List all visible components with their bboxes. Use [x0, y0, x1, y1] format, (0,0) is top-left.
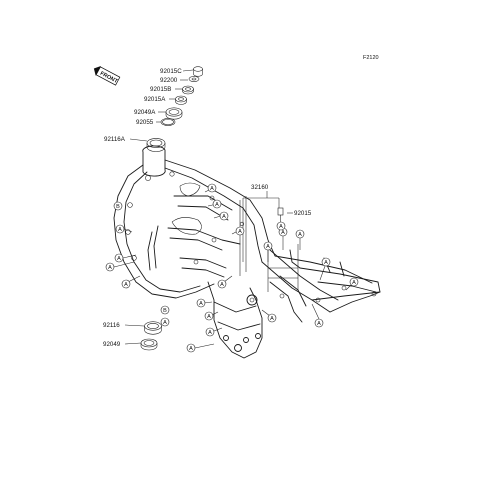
ring-92055-icon [160, 118, 176, 126]
label-92200: 92200 [160, 77, 178, 84]
callout-b-lower: B [160, 305, 170, 315]
svg-text:A: A [298, 232, 302, 238]
lower-bearing-parts [140, 321, 162, 351]
svg-text:A: A [124, 282, 128, 288]
svg-text:A: A [266, 244, 270, 250]
callout-a-20: A [205, 327, 215, 337]
washer-92200-icon [188, 76, 200, 82]
callout-a-14: A [349, 277, 359, 287]
seal-92049-icon [140, 338, 158, 351]
seal-92049a-icon [165, 107, 183, 120]
nut-92015b-icon [182, 85, 194, 95]
bearing-92116-icon [144, 321, 162, 335]
callout-a-15: A [276, 221, 286, 231]
svg-text:A: A [207, 314, 211, 320]
label-92049a: 92049A [134, 109, 156, 116]
label-92049: 92049 [103, 341, 121, 348]
svg-text:A: A [210, 186, 214, 192]
callout-a-lower: A [160, 317, 170, 327]
svg-text:A: A [238, 229, 242, 235]
label-92015b: 92015B [150, 86, 171, 93]
bearing-92116a-icon [146, 138, 166, 152]
svg-text:A: A [215, 202, 219, 208]
callout-a-16: A [267, 313, 277, 323]
nut-92015a-icon [175, 95, 187, 105]
svg-text:A: A [208, 330, 212, 336]
svg-text:A: A [317, 321, 321, 327]
svg-text:A: A [324, 260, 328, 266]
callout-a-8: A [121, 279, 131, 289]
svg-text:A: A [279, 224, 283, 230]
steering-stem-parts [146, 66, 203, 152]
svg-text:A: A [117, 256, 121, 262]
figure-code: F2120 [363, 55, 379, 61]
callout-a-12: A [295, 229, 305, 239]
callout-a-9: A [217, 279, 227, 289]
label-92116a: 92116A [104, 136, 126, 143]
callout-a-21: A [186, 343, 196, 353]
callout-a-5: A [115, 224, 125, 234]
callout-a-3: A [219, 211, 229, 221]
label-92015: 92015 [294, 210, 312, 217]
label-92116: 92116 [103, 322, 120, 329]
callout-a-4: A [235, 226, 245, 236]
label-32160: 32160 [251, 184, 269, 191]
svg-text:B: B [163, 308, 167, 314]
svg-text:B: B [116, 204, 120, 210]
callout-b-top: B [113, 201, 123, 211]
callout-a-10: A [263, 241, 273, 251]
svg-text:A: A [118, 227, 122, 233]
svg-text:A: A [163, 320, 167, 326]
svg-text:A: A [281, 230, 285, 236]
svg-text:A: A [352, 280, 356, 286]
callout-a-17: A [314, 318, 324, 328]
part-number-labels: 92015C 92200 92015B 92015A 92049A 92055 … [103, 68, 312, 348]
label-92055: 92055 [136, 119, 154, 126]
callout-a-19: A [204, 311, 214, 321]
callout-a-7: A [105, 262, 115, 272]
stem-nut-92015c-icon [193, 66, 203, 77]
svg-text:A: A [108, 265, 112, 271]
front-direction-badge: FRONT [93, 65, 121, 86]
svg-text:A: A [189, 346, 193, 352]
reference-callouts: B A A A A A A A A A A A A A A A A A A A … [105, 183, 359, 353]
svg-text:A: A [222, 214, 226, 220]
callout-a-13: A [321, 257, 331, 267]
svg-text:A: A [270, 316, 274, 322]
label-92015a: 92015A [144, 96, 166, 103]
callout-a-1: A [207, 183, 217, 193]
svg-text:A: A [220, 282, 224, 288]
callout-a-18: A [196, 298, 206, 308]
callout-a-6: A [114, 253, 124, 263]
label-92015c: 92015C [160, 68, 182, 75]
bolt-92015-icon [277, 207, 284, 222]
callout-a-2: A [212, 199, 222, 209]
svg-text:A: A [199, 301, 203, 307]
